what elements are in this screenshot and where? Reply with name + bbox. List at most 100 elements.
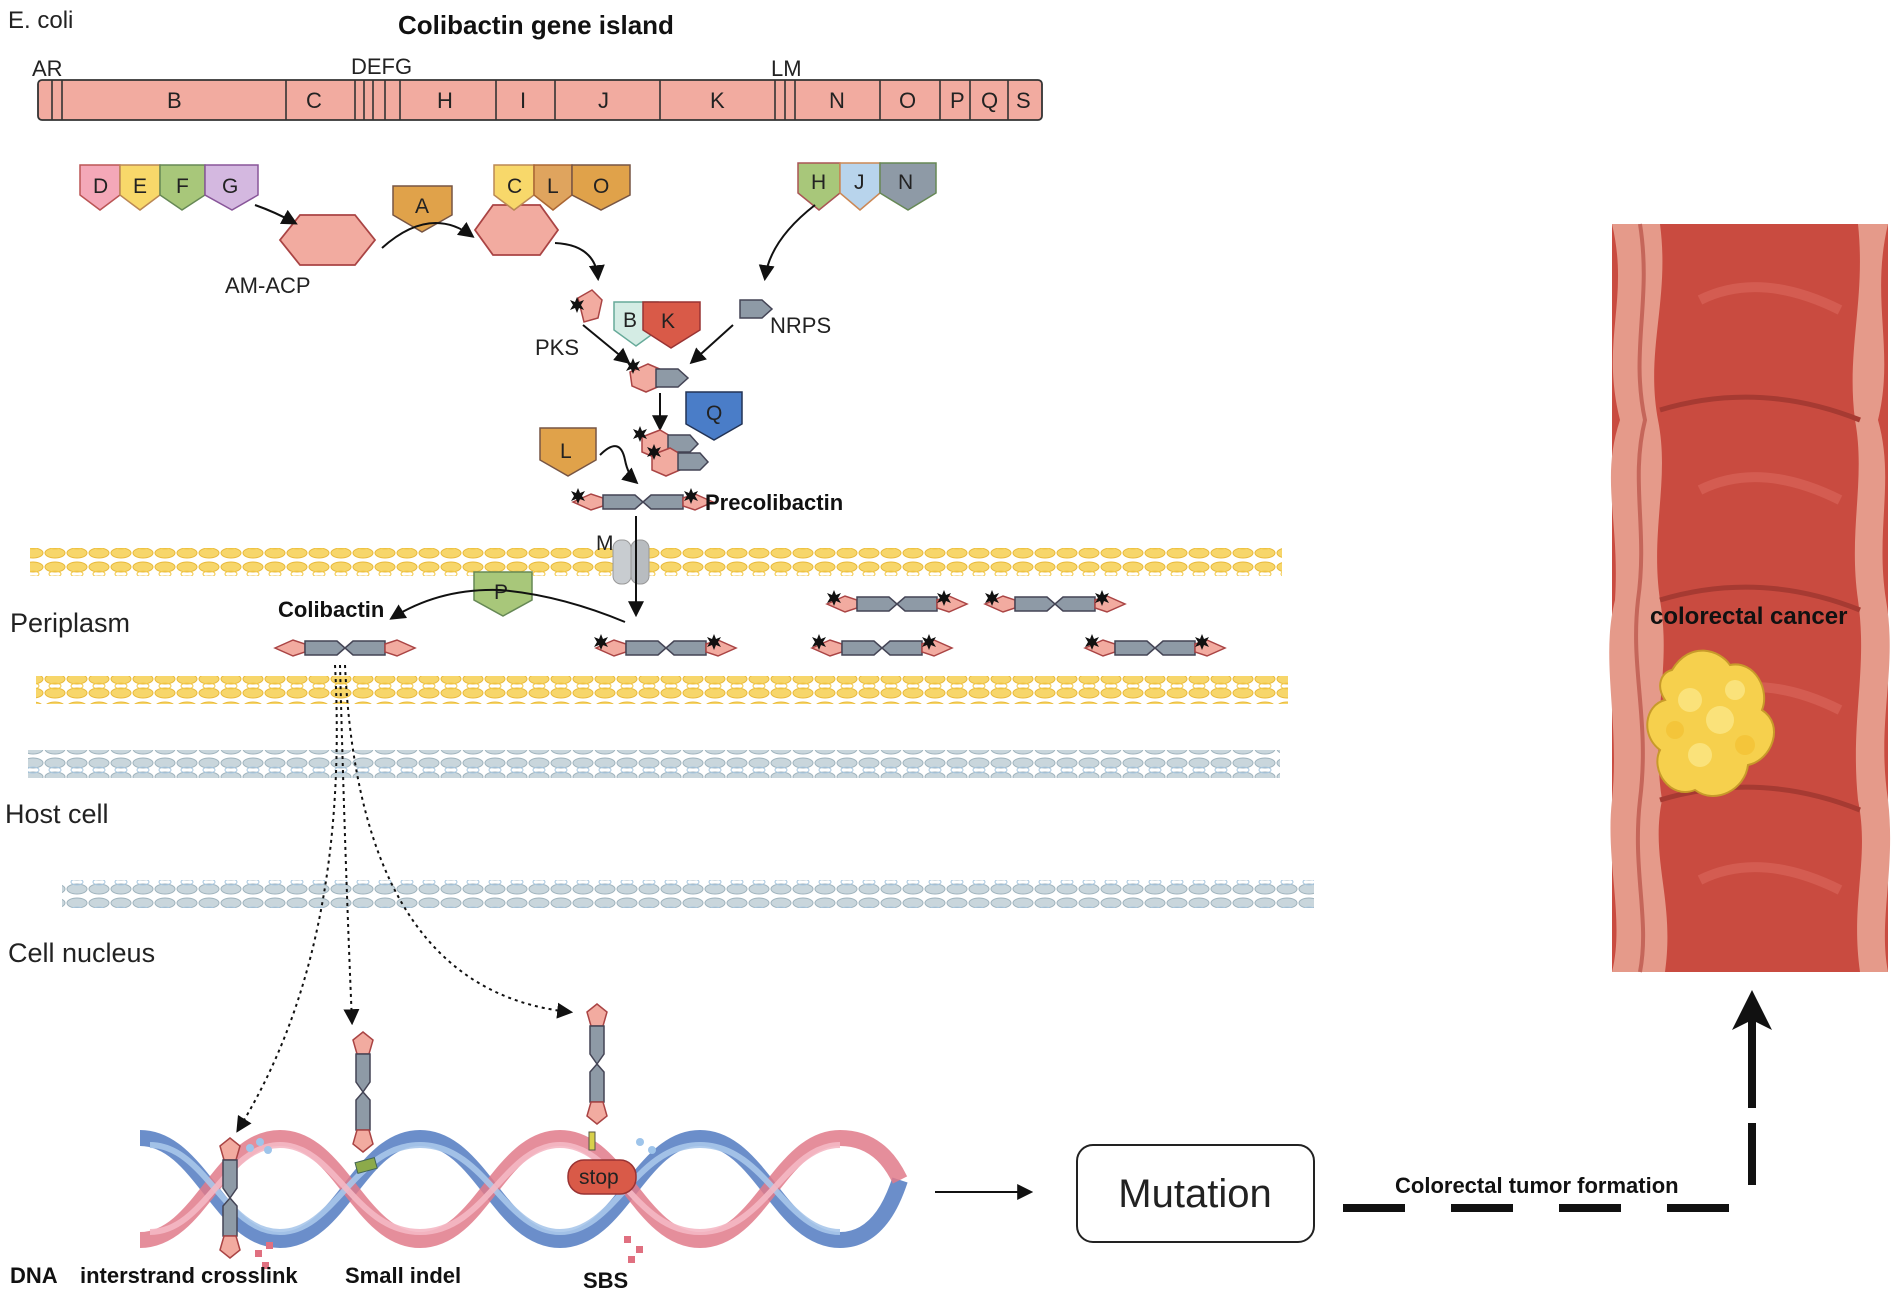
colon-illustration bbox=[1609, 223, 1891, 973]
pks-nrps-hybrid bbox=[629, 363, 690, 393]
gene-k: K bbox=[710, 88, 725, 113]
protein-d bbox=[79, 164, 121, 211]
small-indel-label: Small indel bbox=[345, 1263, 461, 1288]
protein-l2 bbox=[539, 427, 597, 477]
dotted-path-indel bbox=[339, 664, 360, 1026]
pks-label: PKS bbox=[535, 335, 579, 360]
tumor-formation-label: Colorectal tumor formation bbox=[1395, 1173, 1679, 1198]
protein-h-label: H bbox=[811, 171, 826, 194]
am-acp-hexagon bbox=[278, 214, 377, 266]
indel-mark bbox=[354, 1156, 378, 1174]
gene-i: I bbox=[520, 88, 526, 113]
protein-f bbox=[159, 164, 206, 211]
gene-lm: LM bbox=[771, 56, 802, 81]
protein-n bbox=[879, 162, 937, 211]
gene-o: O bbox=[899, 88, 916, 113]
protein-n-label: N bbox=[898, 171, 913, 194]
pks-unit bbox=[577, 289, 603, 323]
colorectal-cancer-label: colorectal cancer bbox=[1650, 603, 1847, 630]
sbs-molecule bbox=[586, 1003, 608, 1125]
elongated-unit bbox=[641, 429, 710, 477]
crosslink-debris bbox=[246, 1138, 273, 1269]
organism-label: E. coli bbox=[8, 7, 73, 34]
arrow-p-cleavage bbox=[389, 588, 626, 623]
arrow-defg-to-acp bbox=[254, 204, 298, 225]
protein-b-label: B bbox=[623, 309, 637, 332]
protein-q-label: Q bbox=[706, 402, 722, 425]
gene-q: Q bbox=[981, 88, 998, 113]
am-acp-label: AM-ACP bbox=[225, 273, 311, 298]
protein-j-label: J bbox=[854, 171, 865, 194]
protein-p-label: P bbox=[494, 581, 508, 604]
sbs-debris bbox=[624, 1138, 656, 1263]
protein-p bbox=[473, 571, 533, 617]
gene-b: B bbox=[167, 88, 182, 113]
protein-l2-label: L bbox=[560, 440, 572, 463]
colibactin-molecule bbox=[274, 639, 416, 657]
protein-q bbox=[685, 391, 743, 441]
gene-defg: DEFG bbox=[351, 54, 412, 79]
arrow-hjn-to-nrps bbox=[758, 204, 816, 282]
protein-o bbox=[571, 164, 631, 211]
protein-c-label: C bbox=[507, 175, 522, 198]
protein-g bbox=[204, 164, 259, 211]
protein-m-transporter bbox=[612, 539, 650, 585]
stop-badge bbox=[567, 1159, 637, 1195]
gene-c: C bbox=[306, 88, 322, 113]
inner-membrane bbox=[36, 676, 1288, 704]
protein-g-label: G bbox=[222, 175, 238, 198]
gene-h: H bbox=[437, 88, 453, 113]
sbs-mark bbox=[588, 1131, 596, 1151]
protein-e bbox=[119, 164, 161, 211]
tumor-mass bbox=[1646, 649, 1775, 797]
arrow-hex2-to-pks bbox=[554, 242, 605, 282]
protein-f-label: F bbox=[176, 175, 189, 198]
gene-p: P bbox=[950, 88, 965, 113]
dotted-path-crosslink bbox=[236, 664, 338, 1133]
protein-l-label: L bbox=[547, 175, 559, 198]
mutation-label: Mutation bbox=[1118, 1172, 1271, 1216]
nrps-unit bbox=[739, 299, 774, 319]
protein-a-label: A bbox=[415, 195, 429, 218]
protein-j bbox=[839, 162, 881, 211]
stop-label: stop bbox=[579, 1166, 619, 1189]
protein-c bbox=[493, 164, 535, 211]
colibactin-label: Colibactin bbox=[278, 597, 384, 622]
protein-d-label: D bbox=[93, 175, 108, 198]
gene-island-bar bbox=[37, 79, 1043, 121]
precolibactin-label: Precolibactin bbox=[705, 490, 843, 515]
gene-ar: AR bbox=[32, 56, 63, 81]
dna-helix bbox=[139, 1129, 908, 1249]
protein-k bbox=[642, 301, 701, 349]
arrow-nrps-to-hybrid bbox=[689, 324, 734, 365]
host-cell-membrane bbox=[28, 750, 1280, 778]
protein-o-label: O bbox=[593, 175, 609, 198]
host-cell-label: Host cell bbox=[5, 799, 109, 829]
arrow-acp-to-hex2 bbox=[381, 221, 475, 249]
nrps-label: NRPS bbox=[770, 313, 831, 338]
loaded-hexagon bbox=[473, 204, 560, 256]
dna-label: DNA bbox=[10, 1263, 58, 1288]
cell-nucleus-label: Cell nucleus bbox=[8, 938, 155, 968]
gene-j: J bbox=[598, 88, 609, 113]
tumor-formation-connector bbox=[1343, 1118, 1756, 1212]
sbs-label: SBS bbox=[583, 1268, 628, 1291]
island-title: Colibactin gene island bbox=[398, 10, 674, 40]
indel-molecule bbox=[352, 1031, 374, 1153]
dotted-path-sbs bbox=[344, 664, 574, 1019]
interstrand-label: interstrand crosslink bbox=[80, 1263, 298, 1288]
arrow-pks-to-hybrid bbox=[582, 324, 631, 365]
arrow-l-to-precolibactin bbox=[599, 445, 639, 485]
protein-m-label: M bbox=[596, 532, 614, 555]
tumor-formation-arrowhead bbox=[1732, 990, 1772, 1030]
protein-k-label: K bbox=[661, 310, 675, 333]
gene-n: N bbox=[829, 88, 845, 113]
gene-s: S bbox=[1016, 88, 1031, 113]
protein-l bbox=[533, 164, 573, 211]
protein-e-label: E bbox=[133, 175, 147, 198]
protein-h bbox=[797, 162, 841, 211]
nuclear-membrane bbox=[62, 880, 1314, 908]
mutation-box bbox=[1076, 1144, 1315, 1243]
periplasm-label: Periplasm bbox=[10, 608, 130, 638]
